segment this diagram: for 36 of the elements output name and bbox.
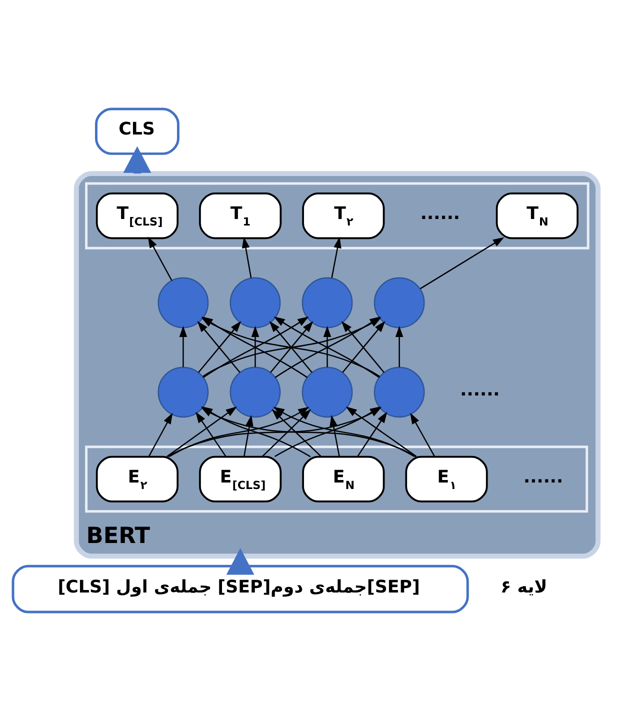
arrow [323, 325, 332, 367]
arrow [251, 325, 260, 367]
node-box: T$_{[CLS]}$ [96, 192, 179, 239]
arrow [196, 411, 226, 456]
node-box: T$_{1}$ [199, 192, 282, 239]
node-box: E$_{N}$ [302, 455, 385, 502]
node-circle [230, 366, 281, 418]
arrow [410, 412, 436, 456]
arrow [242, 236, 252, 278]
node-box: E$_{[CLS]}$ [199, 455, 282, 502]
arrow [262, 408, 312, 457]
arrow [226, 548, 254, 574]
node-circle [158, 276, 209, 328]
label: ...... [420, 204, 460, 224]
node-box: CLS [94, 107, 180, 154]
label: ...... [460, 380, 500, 400]
arrow [357, 411, 388, 456]
arrow [395, 325, 404, 367]
node-box: T$_{N}$ [496, 192, 578, 239]
arrow [330, 414, 340, 456]
label: ...... [524, 466, 564, 487]
arrow [272, 408, 322, 457]
arrow [420, 236, 504, 289]
cluster [85, 445, 588, 512]
node-circle [374, 366, 425, 418]
arrow [243, 414, 254, 456]
node-circle [158, 366, 209, 418]
arrow [331, 236, 342, 278]
node-circle [302, 276, 353, 328]
node-circle [374, 276, 425, 328]
arrow [148, 412, 173, 456]
arrow [148, 236, 172, 280]
arrow [179, 325, 188, 367]
node-circle [230, 276, 281, 328]
label: ۶ لایه [500, 576, 548, 597]
node-circle [302, 366, 353, 418]
